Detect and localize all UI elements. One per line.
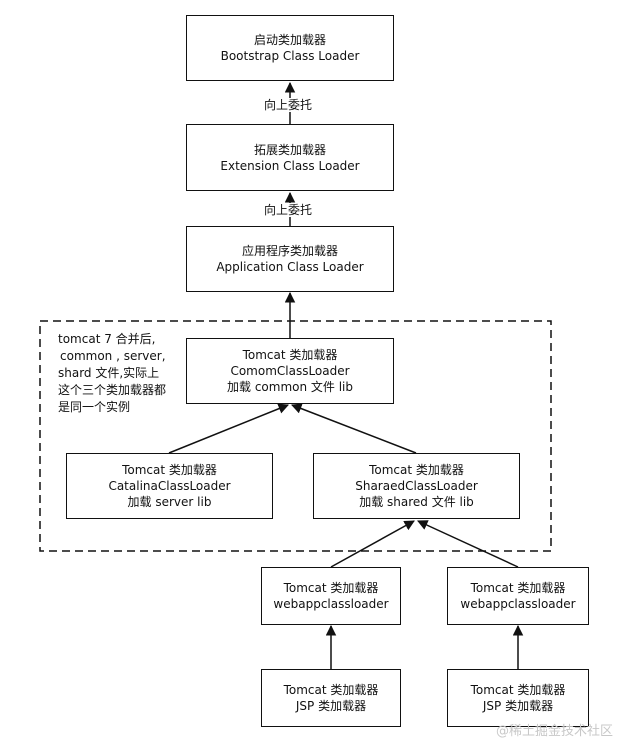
bootstrap-node-title: 启动类加载器 <box>253 33 326 47</box>
common-node-subtitle: ComomClassLoader <box>230 364 350 378</box>
arrow-shared-to-common <box>291 403 417 454</box>
extension-class-loader-node: 拓展类加载器 Extension Class Loader <box>186 124 394 191</box>
catalina-node-subtitle: CatalinaClassLoader <box>108 479 231 493</box>
bootstrap-class-loader-node: 启动类加载器 Bootstrap Class Loader <box>186 15 394 81</box>
common-node-title: Tomcat 类加载器 <box>242 348 338 362</box>
jsp1-node-subtitle: JSP 类加载器 <box>295 699 367 713</box>
note-line-4: 这个三个类加载器都 <box>58 383 167 397</box>
watermark: @稀土掘金技术社区 <box>495 724 613 739</box>
arrow-webapp2-to-shared <box>417 520 519 568</box>
extension-node-title: 拓展类加载器 <box>253 142 326 157</box>
shared-class-loader-node: Tomcat 类加载器 SharaedClassLoader 加载 shared… <box>313 453 520 519</box>
application-node-title: 应用程序类加载器 <box>241 244 338 258</box>
note-line-3: shard 文件,实际上 <box>58 366 160 380</box>
edge-label-ext-to-boot: 向上委托 <box>262 98 315 112</box>
jsp2-node-subtitle: JSP 类加载器 <box>482 699 554 713</box>
note-line-2: common , server, <box>60 349 166 363</box>
shared-node-detail: 加载 shared 文件 lib <box>359 495 474 509</box>
jsp-class-loader-node-1: Tomcat 类加载器 JSP 类加载器 <box>261 669 401 727</box>
jsp2-node-title: Tomcat 类加载器 <box>470 683 566 697</box>
note-line-1: tomcat 7 合并后, <box>58 332 156 346</box>
common-class-loader-node: Tomcat 类加载器 ComomClassLoader 加载 common 文… <box>186 338 394 404</box>
arrow-webapp1-to-shared <box>330 520 415 568</box>
webapp-class-loader-node-2: Tomcat 类加载器 webappclassloader <box>447 567 589 625</box>
jsp-class-loader-node-2: Tomcat 类加载器 JSP 类加载器 <box>447 669 589 727</box>
shared-node-subtitle: SharaedClassLoader <box>355 479 478 493</box>
note-line-5: 是同一个实例 <box>58 400 131 414</box>
application-class-loader-node: 应用程序类加载器 Application Class Loader <box>186 226 394 292</box>
catalina-class-loader-node: Tomcat 类加载器 CatalinaClassLoader 加载 serve… <box>66 453 273 519</box>
tomcat7-merged-group <box>39 320 552 552</box>
common-node-detail: 加载 common 文件 lib <box>227 380 353 394</box>
application-node-subtitle: Application Class Loader <box>216 260 364 274</box>
catalina-node-detail: 加载 server lib <box>127 495 212 509</box>
webapp1-node-subtitle: webappclassloader <box>273 597 389 611</box>
arrow-catalina-to-common <box>168 403 289 454</box>
bootstrap-node-subtitle: Bootstrap Class Loader <box>220 49 360 63</box>
webapp2-node-subtitle: webappclassloader <box>460 597 576 611</box>
webapp2-node-title: Tomcat 类加载器 <box>470 581 566 595</box>
edge-label-app-to-ext: 向上委托 <box>262 203 315 217</box>
catalina-node-title: Tomcat 类加载器 <box>122 463 217 477</box>
group-note: tomcat 7 合并后, common , server, shard 文件,… <box>58 331 166 416</box>
jsp1-node-title: Tomcat 类加载器 <box>283 683 379 697</box>
webapp1-node-title: Tomcat 类加载器 <box>283 581 379 595</box>
webapp-class-loader-node-1: Tomcat 类加载器 webappclassloader <box>261 567 401 625</box>
extension-node-subtitle: Extension Class Loader <box>220 158 360 173</box>
shared-node-title: Tomcat 类加载器 <box>369 463 464 477</box>
